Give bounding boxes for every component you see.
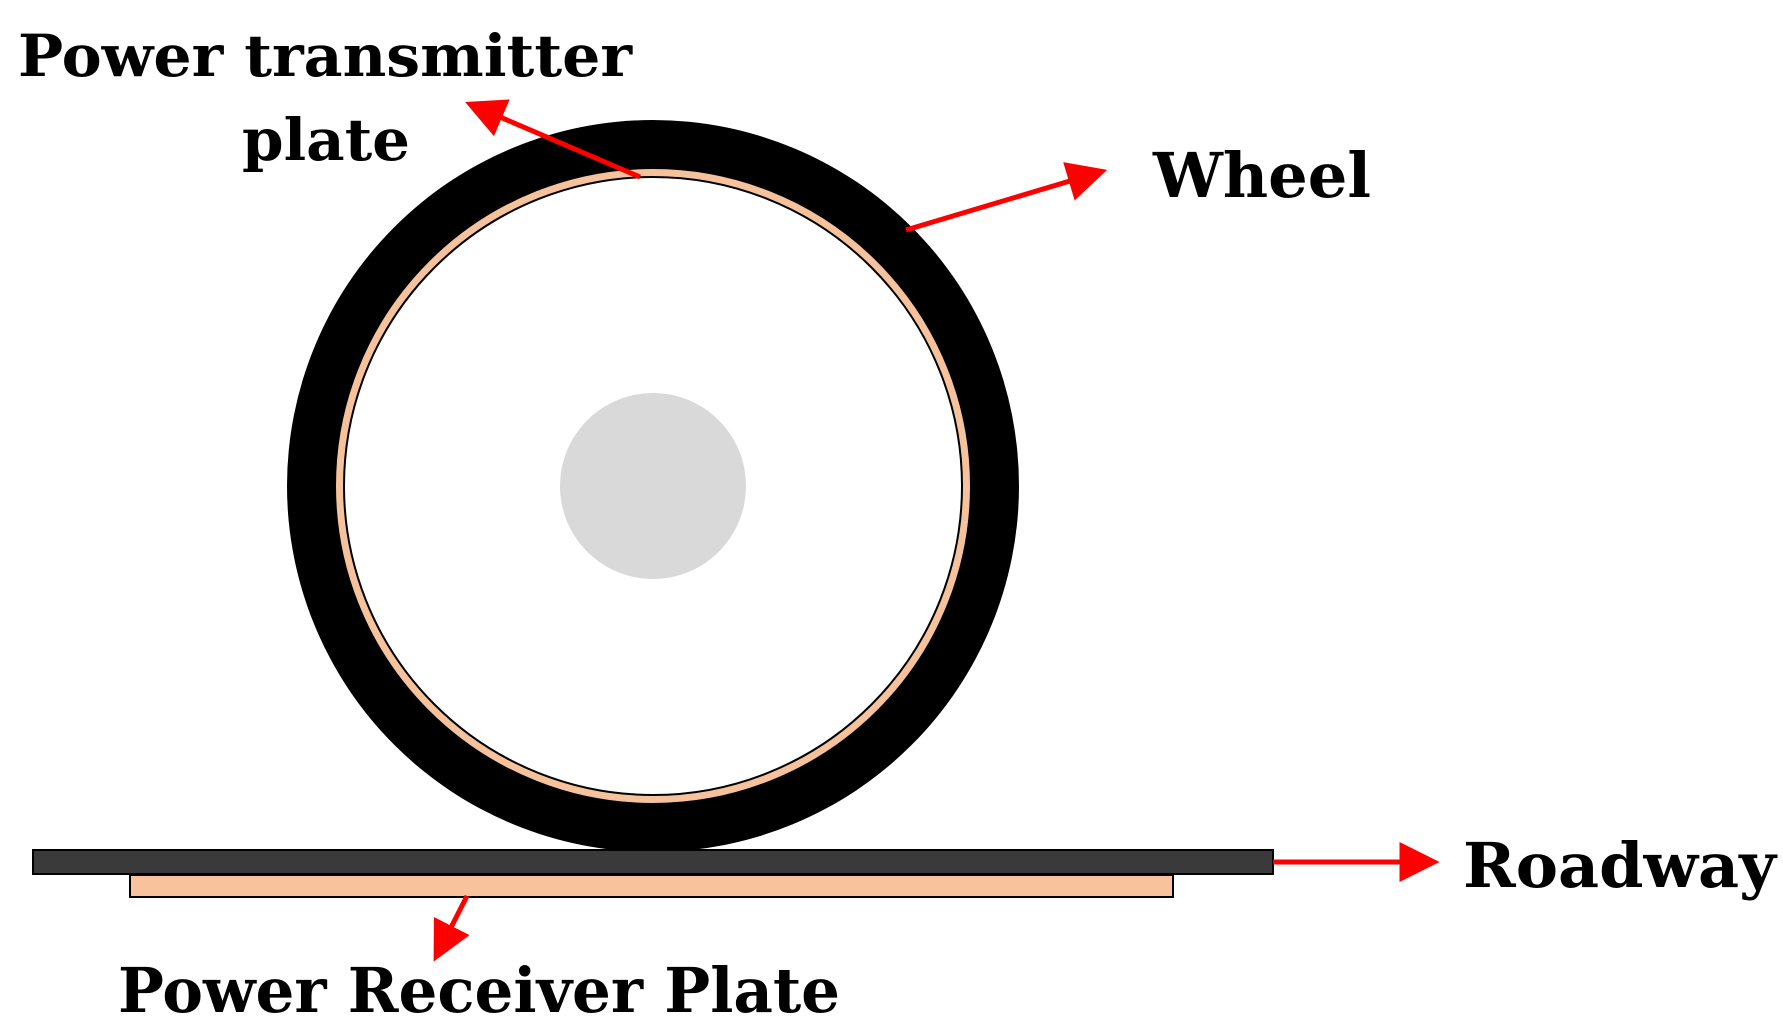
wheel-label: Wheel bbox=[1152, 139, 1371, 212]
roadway-label: Roadway bbox=[1463, 829, 1778, 902]
transmitter-arrow bbox=[465, 99, 641, 180]
receiver-label: Power Receiver Plate bbox=[118, 954, 840, 1027]
roadway bbox=[32, 849, 1274, 875]
wheel-hub bbox=[560, 393, 746, 579]
transmitter-label-line2: plate bbox=[242, 106, 410, 174]
transmitter-label-line1: Power transmitter bbox=[18, 22, 633, 90]
wheel-arrow bbox=[905, 162, 1108, 233]
power-receiver-plate bbox=[129, 874, 1174, 898]
wheel bbox=[287, 120, 1019, 852]
receiver-arrow bbox=[433, 894, 470, 962]
